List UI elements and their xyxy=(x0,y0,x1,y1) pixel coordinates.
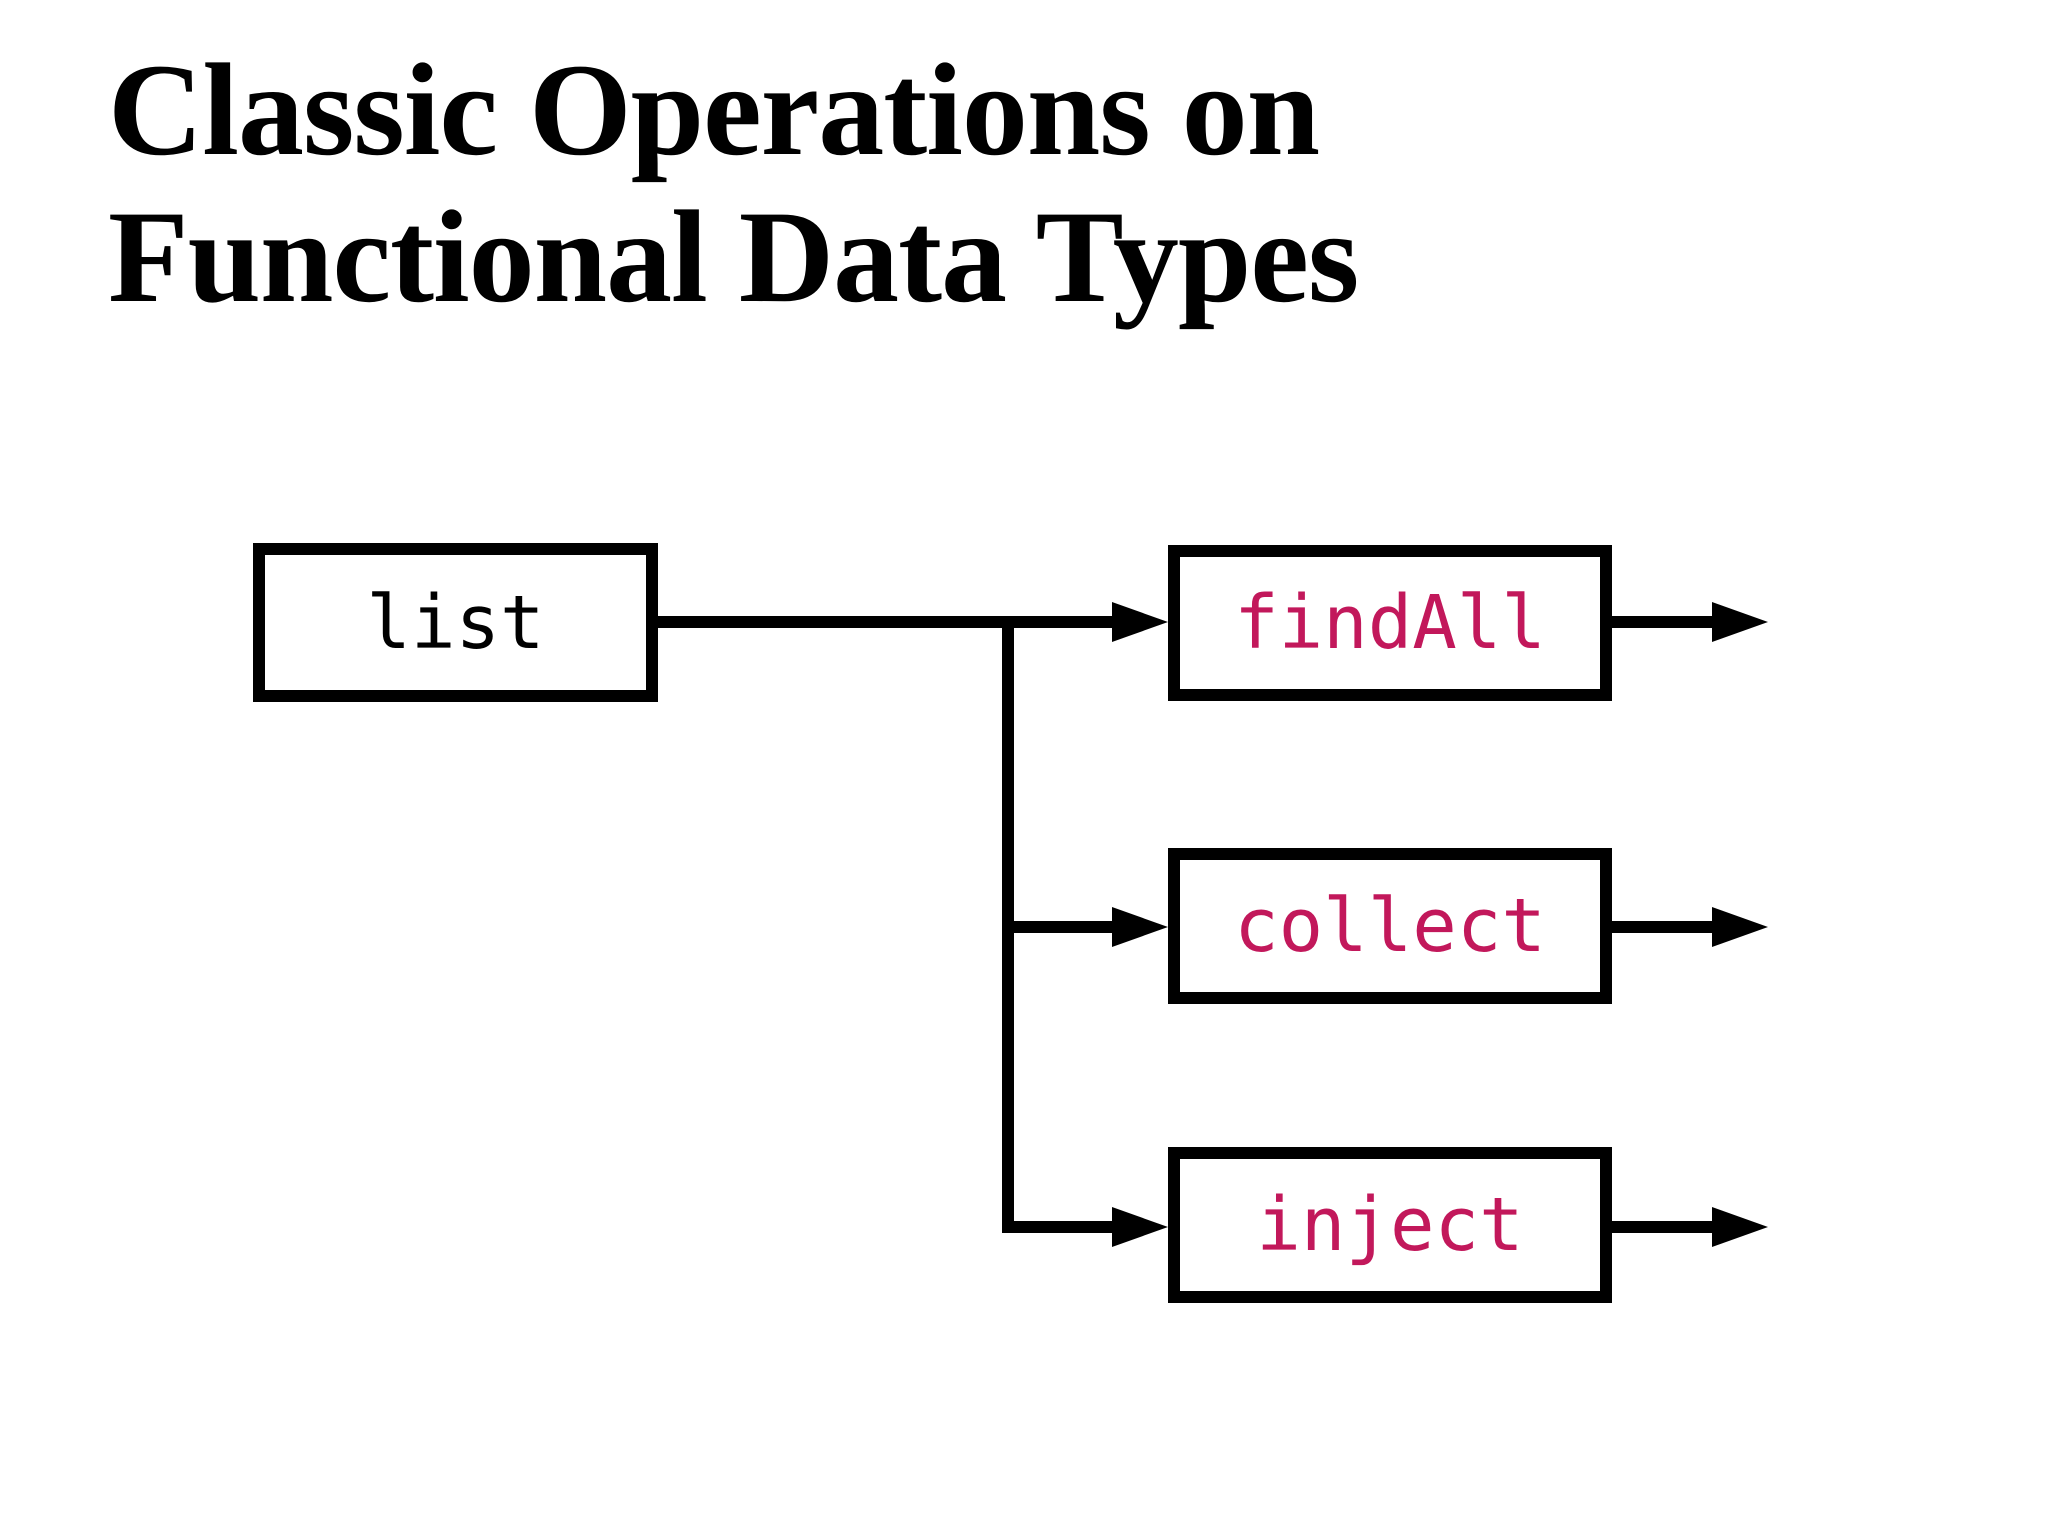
node-list: list xyxy=(253,543,658,702)
node-inject-label: inject xyxy=(1256,1182,1524,1268)
connector-inject-out-line xyxy=(1612,1221,1712,1233)
arrowhead-findall-in-icon xyxy=(1112,602,1168,642)
arrowhead-inject-in-icon xyxy=(1112,1207,1168,1247)
connector-collect-out-line xyxy=(1612,921,1712,933)
node-findall-label: findAll xyxy=(1234,580,1546,666)
connector-branch-collect-line xyxy=(1002,921,1112,933)
node-inject: inject xyxy=(1168,1147,1612,1303)
title-line-1: Classic Operations on xyxy=(108,36,1320,183)
node-findall: findAll xyxy=(1168,545,1612,701)
node-collect: collect xyxy=(1168,848,1612,1004)
node-collect-label: collect xyxy=(1234,883,1546,969)
connector-list-to-findall-line xyxy=(652,616,1112,628)
title-line-2: Functional Data Types xyxy=(108,183,1359,330)
arrowhead-collect-in-icon xyxy=(1112,907,1168,947)
connector-findall-out-line xyxy=(1612,616,1712,628)
arrowhead-collect-out-icon xyxy=(1712,907,1768,947)
arrowhead-inject-out-icon xyxy=(1712,1207,1768,1247)
node-list-label: list xyxy=(366,579,545,666)
arrowhead-findall-out-icon xyxy=(1712,602,1768,642)
connector-branch-inject-line xyxy=(1002,1221,1112,1233)
